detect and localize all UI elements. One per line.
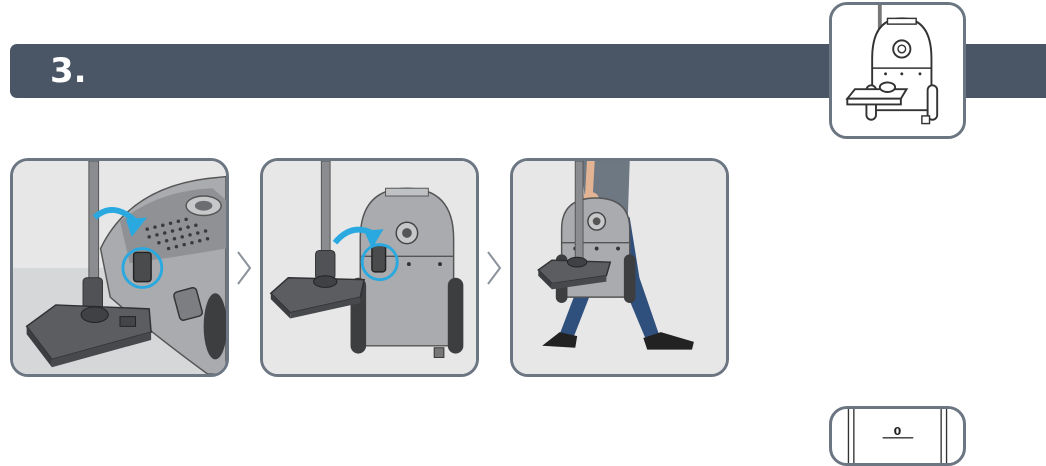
panel-attach-nozzle xyxy=(260,158,479,377)
chevron-right-icon xyxy=(484,248,504,288)
panel-attach-nozzle-illustration xyxy=(263,161,476,374)
panel-nozzle-slot-illustration xyxy=(13,161,226,374)
thumbnail-label: 0 xyxy=(832,425,963,438)
chevron-right-icon xyxy=(234,248,254,288)
thumbnail-next-step: 0 xyxy=(829,406,966,466)
panel-carry-vacuum-illustration xyxy=(513,161,726,374)
step-number: 3. xyxy=(50,50,87,92)
parked-vacuum-illustration xyxy=(832,5,963,136)
panel-nozzle-slot xyxy=(10,158,229,377)
thumbnail-parked-vacuum xyxy=(829,2,966,139)
panel-carry-vacuum xyxy=(510,158,729,377)
